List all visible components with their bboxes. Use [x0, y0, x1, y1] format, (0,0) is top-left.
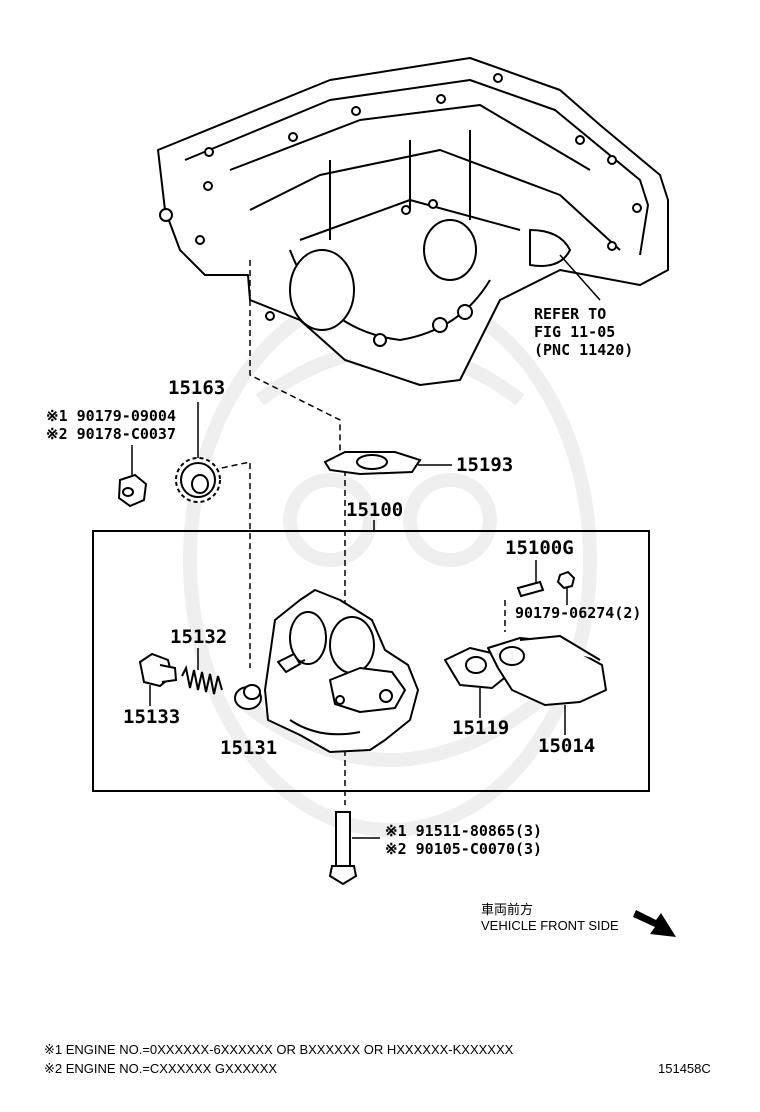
figure-id: 151458C	[658, 1061, 711, 1076]
refer-leader	[559, 254, 601, 301]
strainer-illustration	[444, 635, 607, 706]
label-15014: 15014	[538, 735, 596, 757]
refer-line-1: REFER TO	[534, 305, 607, 323]
oil-pump-body-illustration	[264, 589, 419, 753]
label-15163: 15163	[168, 377, 226, 399]
pump-bolt-illustration	[328, 811, 358, 886]
label-15119: 15119	[452, 717, 510, 739]
front-arrow-icon	[633, 910, 676, 937]
label-15100g: 15100G	[505, 537, 574, 559]
stud-illustration	[516, 580, 545, 598]
label-90179-06274: 90179-06274(2)	[515, 604, 642, 622]
label-15133: 15133	[123, 706, 181, 728]
valve-illustration	[234, 684, 262, 710]
small-nut-illustration	[556, 570, 576, 590]
sprocket-illustration	[175, 457, 221, 503]
assembly-dashed-lines	[211, 260, 506, 805]
vehicle-front-en: VEHICLE FRONT SIDE	[481, 918, 619, 933]
vehicle-front-label: 車両前方 VEHICLE FRONT SIDE	[481, 902, 619, 934]
refer-line-2: FIG 11-05	[534, 323, 616, 341]
crankcase-illustration	[157, 57, 669, 386]
label-bolt-alt-1: ※1 91511-80865(3)	[385, 822, 543, 840]
refer-line-3: (PNC 11420)	[534, 341, 634, 359]
label-nut-alt-2: ※2 90178-C0037	[46, 425, 176, 443]
label-nut-alt-1: ※1 90179-09004	[46, 407, 176, 425]
plug-illustration	[138, 652, 178, 688]
label-15132: 15132	[170, 626, 228, 648]
label-bolt-alt-2: ※2 90105-C0070(3)	[385, 840, 543, 858]
footnote-2: ※2 ENGINE NO.=CXXXXXX GXXXXXX	[44, 1061, 278, 1076]
label-15131: 15131	[220, 737, 278, 759]
gasket-illustration	[323, 451, 422, 476]
label-15193: 15193	[456, 454, 514, 476]
footnote-1: ※1 ENGINE NO.=0XXXXXX-6XXXXXX OR BXXXXXX…	[44, 1042, 514, 1057]
vehicle-front-jp: 車両前方	[481, 902, 534, 917]
spring-illustration	[181, 664, 223, 695]
refer-to-note: REFER TO FIG 11-05 (PNC 11420)	[534, 305, 633, 359]
nut-illustration	[117, 473, 148, 508]
label-15100: 15100	[346, 499, 404, 521]
assembly-box	[92, 530, 650, 792]
